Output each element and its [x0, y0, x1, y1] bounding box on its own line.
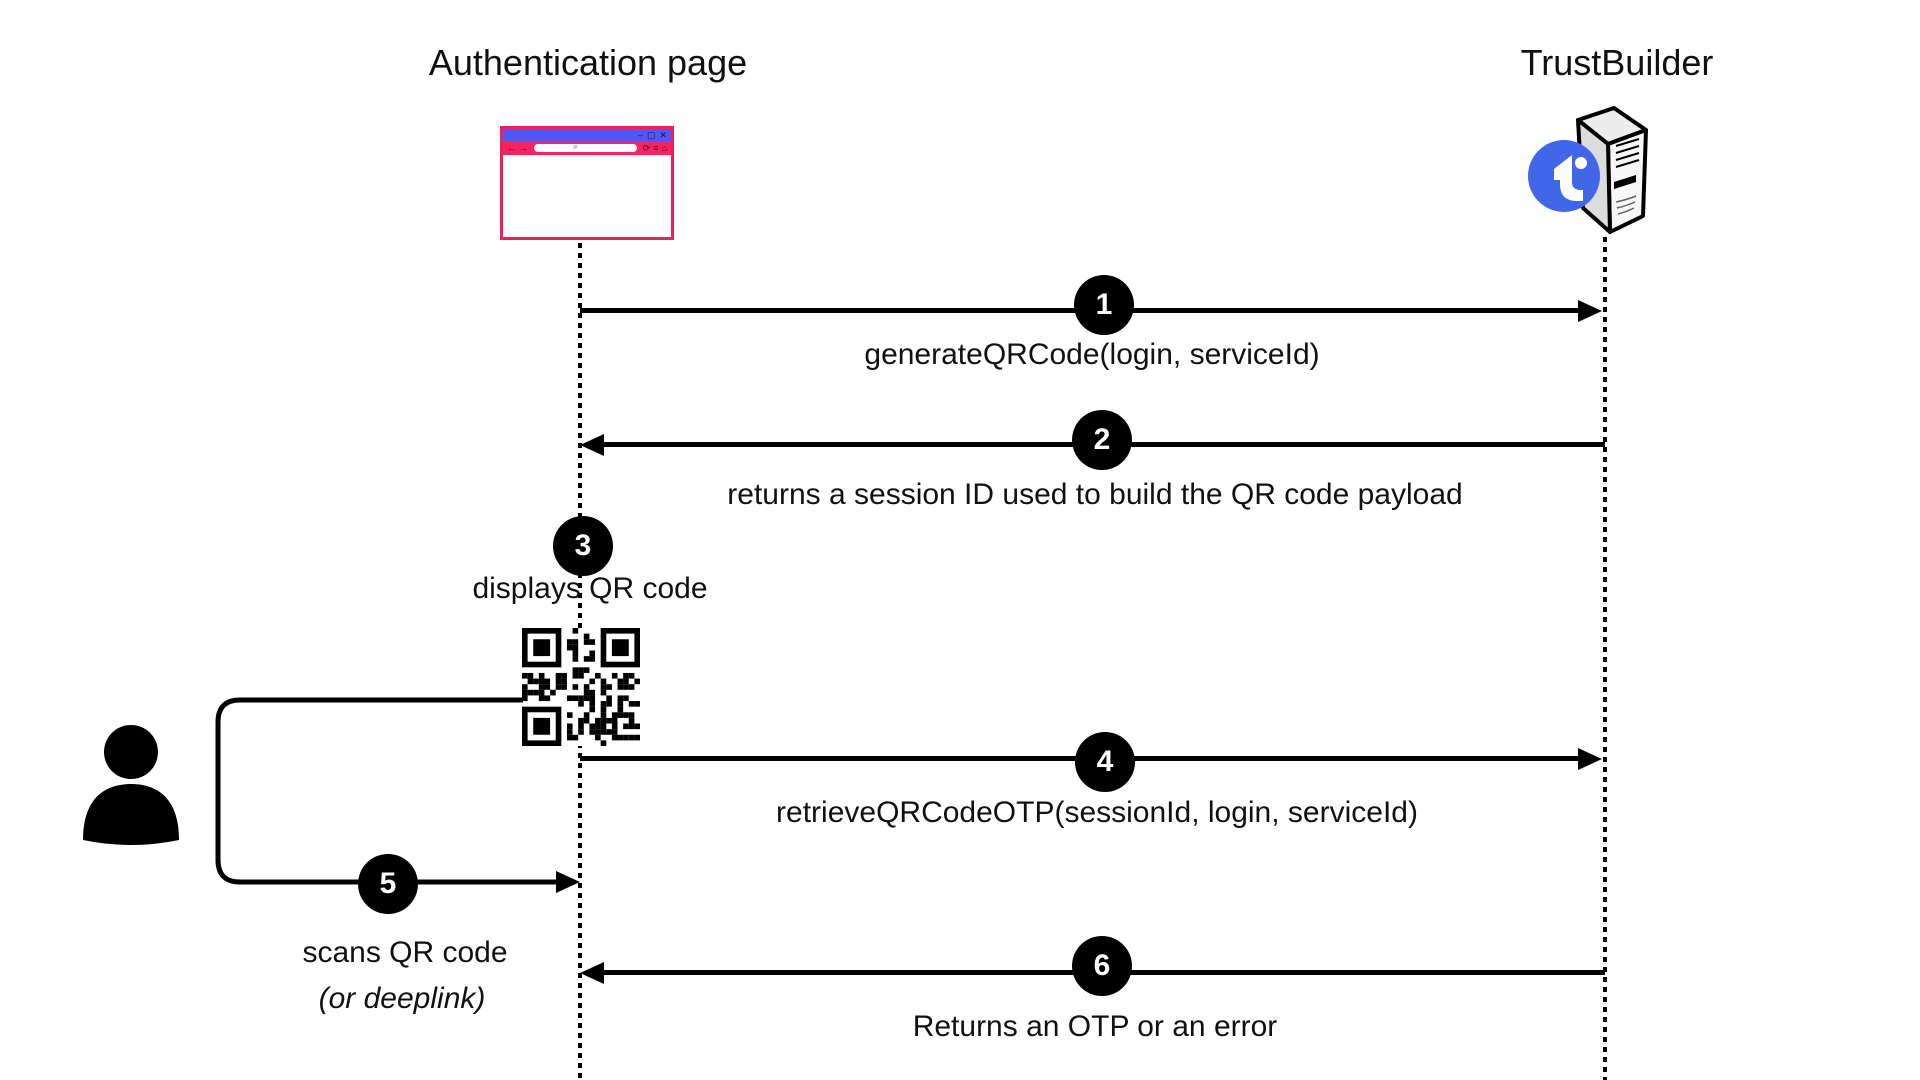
- step-5-badge: 5: [358, 854, 418, 914]
- step-6-badge: 6: [1072, 936, 1132, 996]
- actor-title-authentication-page: Authentication page: [428, 42, 748, 83]
- step-4-badge: 4: [1075, 732, 1135, 792]
- message-6-label: Returns an OTP or an error: [912, 1010, 1278, 1043]
- browser-titlebar: – ▢ ✕: [503, 129, 671, 141]
- browser-window-icon: – ▢ ✕ ← → ⌕ ⟳ ≡ ⌂: [500, 126, 674, 240]
- actor-title-trustbuilder: TrustBuilder: [1520, 42, 1714, 83]
- message-1-arrowhead: [1578, 300, 1602, 322]
- menu-icon: ≡: [653, 142, 659, 153]
- trustbuilder-logo: [1528, 140, 1600, 212]
- message-5-label: scans QR code: [302, 936, 508, 969]
- minimize-icon: –: [637, 129, 643, 140]
- message-3-label: displays QR code: [472, 572, 708, 605]
- back-icon: ←: [507, 142, 516, 153]
- search-icon: ⌕: [573, 141, 579, 151]
- address-bar: ⌕: [534, 141, 637, 152]
- qr-code-icon: [522, 628, 640, 746]
- scan-connector: [215, 697, 580, 893]
- message-2-label: returns a session ID used to build the Q…: [727, 478, 1463, 511]
- trustbuilder-logo-glyph: [1554, 155, 1587, 201]
- browser-toolbar: ← → ⌕ ⟳ ≡ ⌂: [503, 141, 671, 155]
- close-icon: ✕: [659, 129, 667, 140]
- lifeline-trustbuilder: [1603, 237, 1607, 1080]
- message-4-label: retrieveQRCodeOTP(sessionId, login, serv…: [776, 796, 1418, 829]
- forward-icon: →: [519, 142, 528, 153]
- browser-body: [503, 155, 671, 237]
- message-1-label: generateQRCode(login, serviceId): [864, 338, 1320, 371]
- message-4-arrowhead: [1578, 748, 1602, 770]
- maximize-icon: ▢: [646, 129, 656, 140]
- message-6-arrowhead: [580, 962, 604, 984]
- step-3-badge: 3: [553, 516, 613, 576]
- refresh-icon: ⟳: [642, 142, 651, 153]
- user-icon: [83, 725, 179, 845]
- step-1-badge: 1: [1074, 275, 1134, 335]
- message-5-sublabel: (or deeplink): [318, 982, 486, 1015]
- message-2-arrowhead: [580, 434, 604, 456]
- home-icon: ⌂: [661, 142, 667, 153]
- step-2-badge: 2: [1072, 410, 1132, 470]
